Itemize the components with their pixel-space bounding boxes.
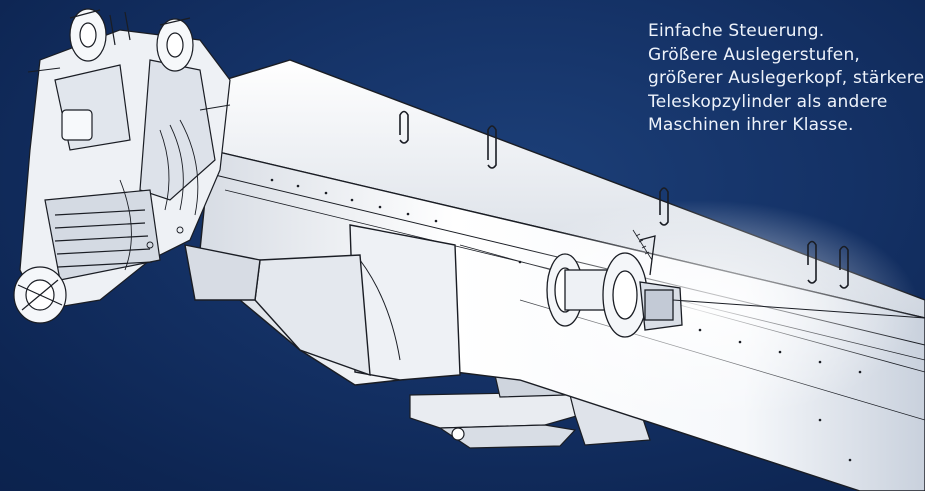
- caption-line-2: Größere Auslegerstufen,: [648, 44, 861, 65]
- caption-line-4: Teleskopzylinder als andere: [648, 91, 888, 112]
- caption-line-5: Maschinen ihrer Klasse.: [648, 115, 854, 135]
- boom-head: [13, 29, 231, 324]
- head-details: [27, 67, 231, 271]
- winch-drum: [546, 235, 925, 338]
- caption-line-3: größerer Auslegerkopf, stärkere: [648, 68, 925, 88]
- scale-marks: [632, 229, 653, 261]
- feature-caption: Einfache Steuerung. Größere Auslegerstuf…: [648, 20, 925, 138]
- caption-line-1: Einfache Steuerung.: [648, 21, 825, 41]
- rivets: [270, 178, 862, 462]
- sheaves: [69, 8, 194, 72]
- lifting-hooks: [399, 110, 849, 289]
